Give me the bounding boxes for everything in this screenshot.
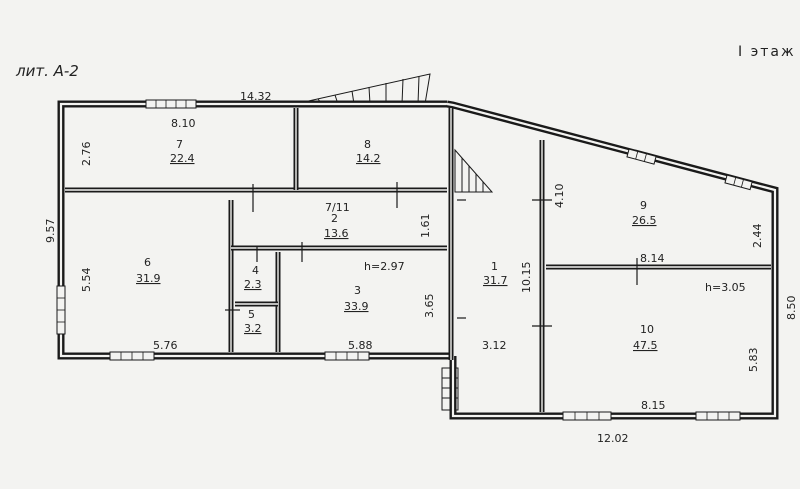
room-number: 3 — [354, 284, 361, 297]
room-number: 2 — [331, 212, 338, 225]
room-area: 3.2 — [244, 322, 262, 335]
dim-hall-depth: 10.15 — [520, 262, 533, 294]
dim-top-overall: 14.32 — [240, 90, 272, 103]
dim-room10-height: 5.83 — [747, 348, 760, 373]
room-label-3: 3 33.9 — [344, 284, 369, 313]
dim-room3-width: 5.88 — [348, 339, 373, 352]
room-area: 13.6 — [324, 227, 349, 240]
dim-room7-height: 2.76 — [80, 142, 93, 167]
dim-left-overall: 9.57 — [44, 219, 57, 244]
room-label-6: 6 31.9 — [136, 256, 161, 285]
floor-label: I этаж — [738, 44, 796, 60]
dim-bottom-overall: 12.02 — [597, 432, 629, 445]
room-label-4: 4 2.3 — [244, 264, 262, 291]
door-markers — [225, 182, 638, 327]
dim-room6-width: 5.76 — [153, 339, 178, 352]
exterior-walls — [57, 100, 779, 420]
room-label-9: 9 26.5 — [632, 199, 657, 227]
ceiling-height-east: h=3.05 — [705, 281, 746, 294]
room-number: 4 — [252, 264, 259, 277]
room-label-10: 10 47.5 — [633, 323, 658, 352]
windows — [56, 99, 753, 421]
interior-stair — [454, 148, 494, 193]
dim-right-overall: 8.50 — [785, 296, 798, 321]
room-area: 14.2 — [356, 152, 381, 165]
ceiling-height-west: h=2.97 — [364, 260, 405, 273]
room-label-7: 7 22.4 — [170, 138, 195, 165]
room-area: 22.4 — [170, 152, 195, 165]
room-number: 5 — [248, 308, 255, 321]
room-number: 9 — [640, 199, 647, 212]
room-label-8: 8 14.2 — [356, 138, 381, 165]
corridor-marker: 7/11 — [325, 201, 350, 214]
dim-room6-height: 5.54 — [80, 268, 93, 293]
room-area: 31.9 — [136, 272, 161, 285]
dim-room9-height-left: 4.10 — [553, 184, 566, 209]
room-number: 10 — [640, 323, 654, 336]
room-area: 2.3 — [244, 278, 262, 291]
room-area: 47.5 — [633, 339, 658, 352]
room-number: 1 — [491, 260, 498, 273]
room-number: 6 — [144, 256, 151, 269]
room-area: 31.7 — [483, 274, 508, 287]
room-number: 8 — [364, 138, 371, 151]
dim-partition-length: 8.14 — [640, 252, 665, 265]
room-label-2: 2 13.6 — [324, 212, 349, 240]
room-area: 26.5 — [632, 214, 657, 227]
room-label-5: 5 3.2 — [244, 308, 262, 335]
entrance-stair-top — [294, 73, 431, 105]
room-number: 7 — [176, 138, 183, 151]
handwritten-note: лит. А-2 — [15, 62, 79, 80]
room-label-1: 1 31.7 — [483, 260, 508, 287]
dim-corridor-right: 1.61 — [419, 214, 432, 239]
dim-room3-height: 3.65 — [423, 294, 436, 319]
dim-room9-height-right: 2.44 — [751, 224, 764, 249]
dim-room7-width: 8.10 — [171, 117, 196, 130]
dim-hall-width: 3.12 — [482, 339, 507, 352]
interior-partitions — [65, 108, 771, 412]
room-area: 33.9 — [344, 300, 369, 313]
dim-room10-width: 8.15 — [641, 399, 666, 412]
